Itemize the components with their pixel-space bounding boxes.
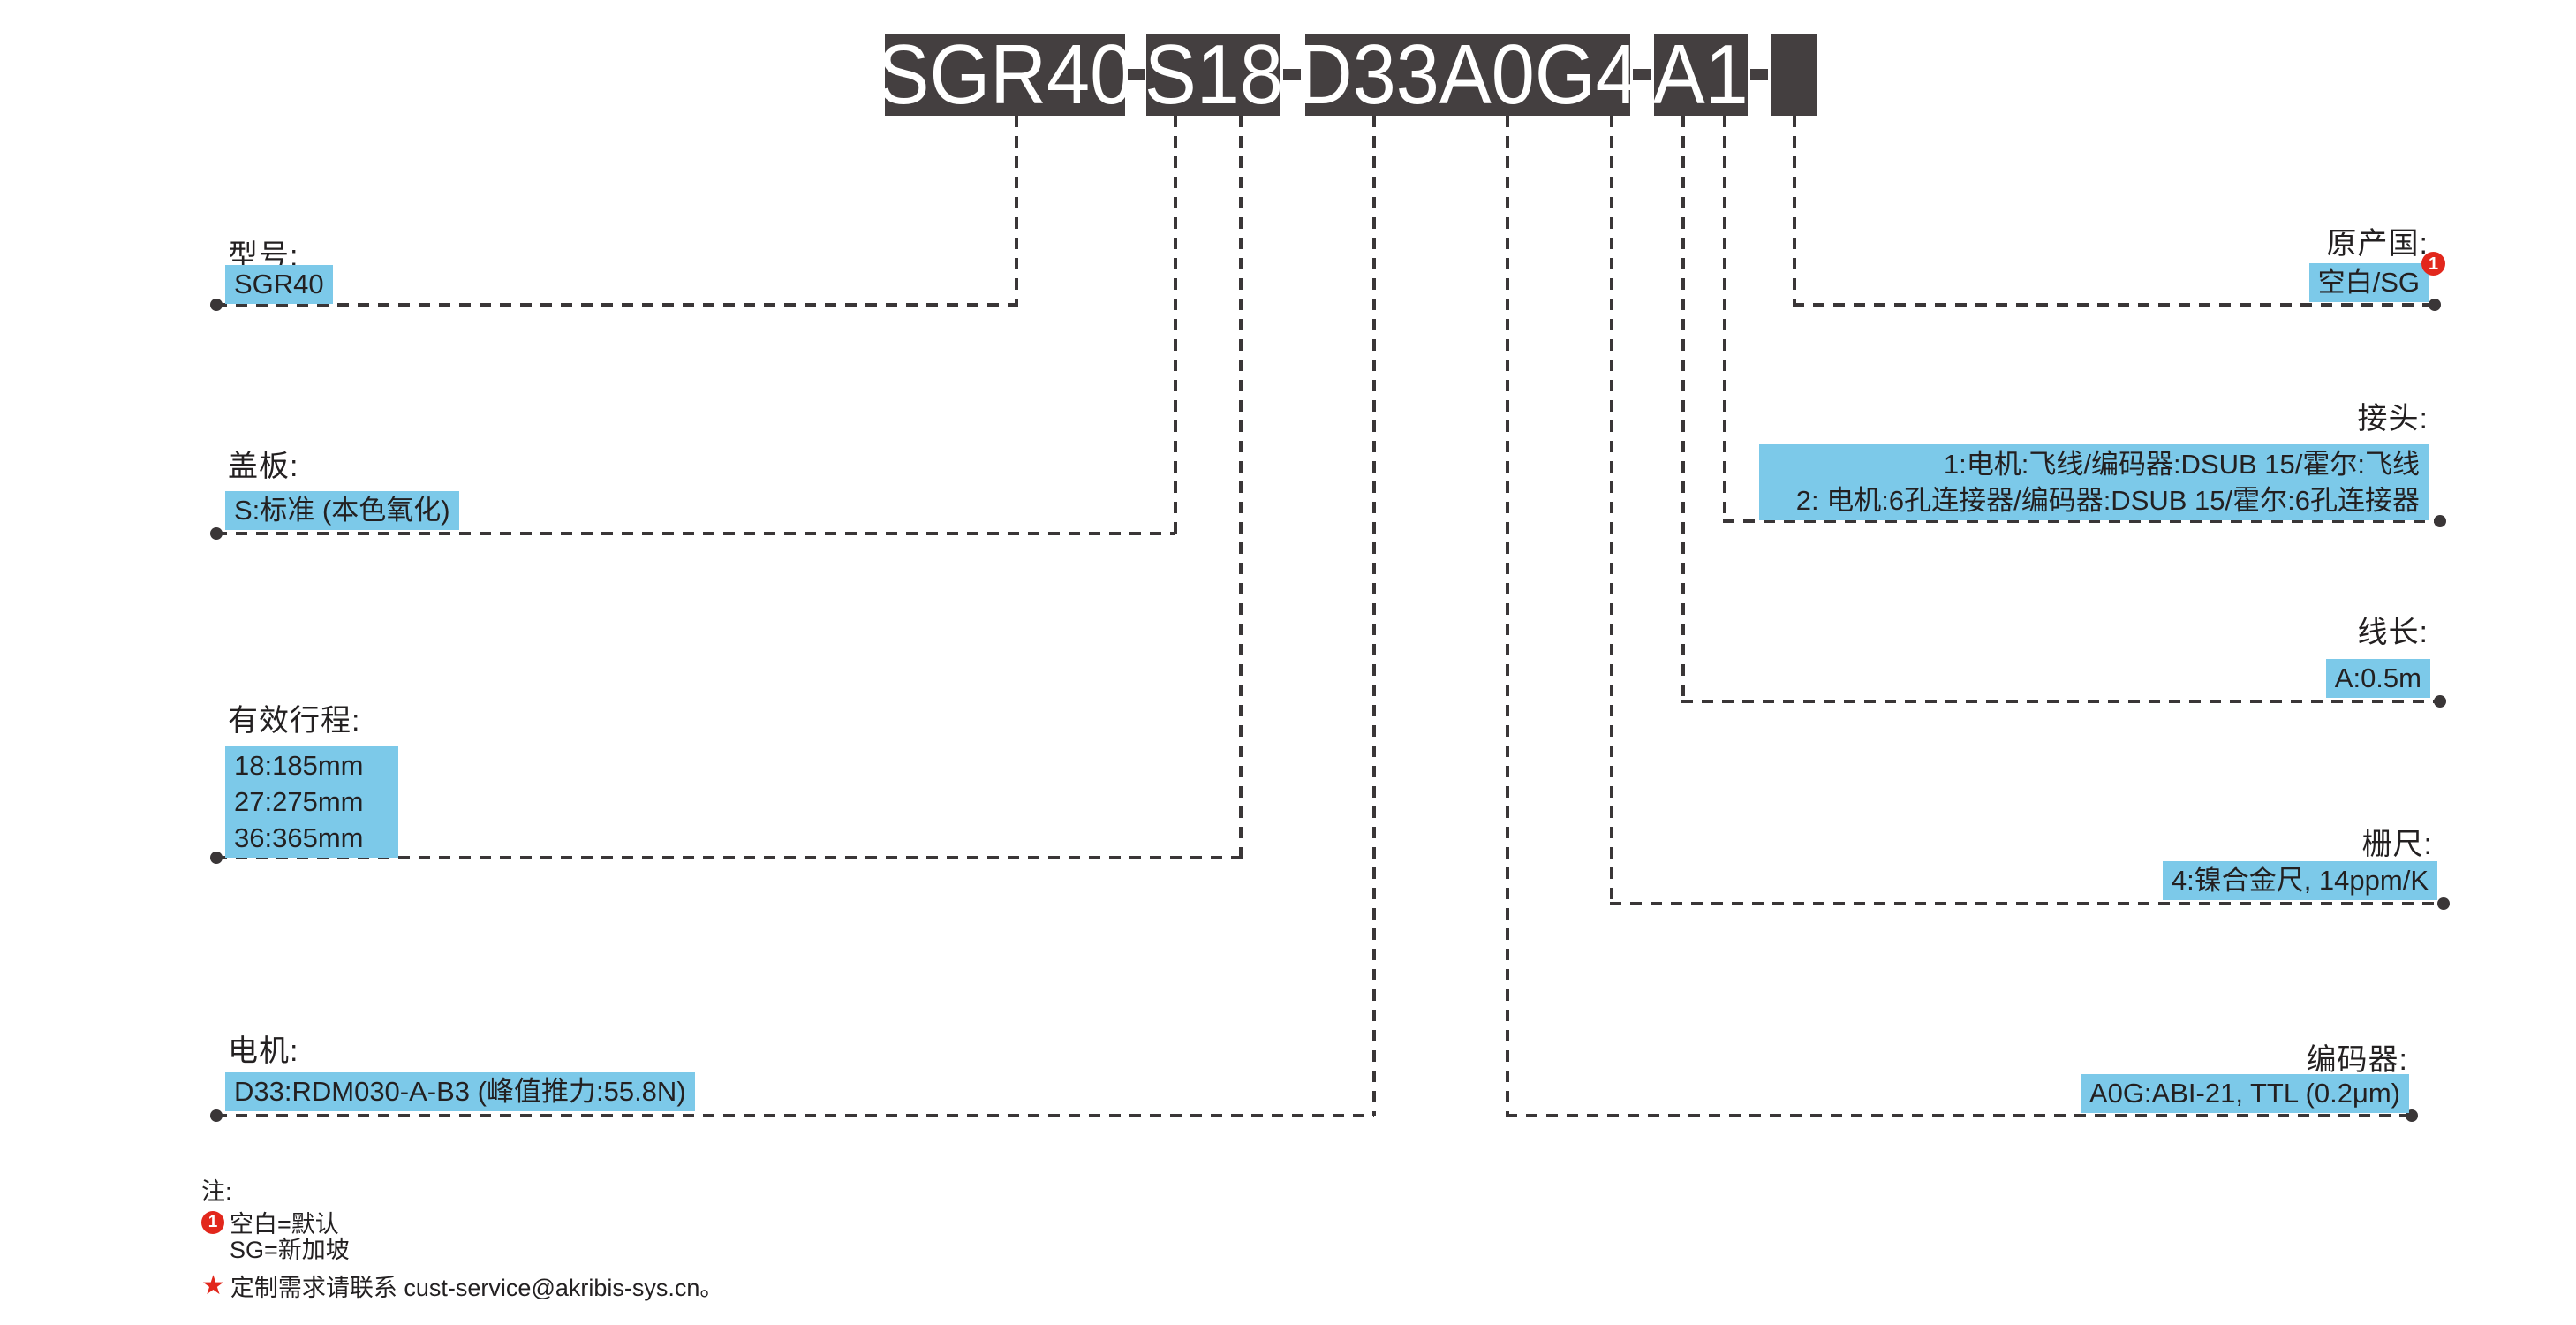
footnote-text-2: SG=新加坡 <box>230 1237 350 1263</box>
line-dot-motor <box>210 1109 223 1122</box>
connector-vline-origin <box>1793 116 1796 307</box>
connector-options: 1:电机:飞线/编码器:DSUB 15/霍尔:飞线 2: 电机:6孔连接器/编码… <box>1759 444 2429 520</box>
connector-vline-stroke <box>1239 116 1243 859</box>
stroke-option: 27:275mm <box>234 786 364 817</box>
notes-heading: 注: <box>201 1178 232 1205</box>
scale-value: 4:镍合金尺, 14ppm/K <box>2162 861 2437 900</box>
connector-hline-cover <box>215 532 1175 535</box>
origin-footnote-badge: 1 <box>2421 252 2445 276</box>
code-box-origin-blank <box>1771 34 1817 116</box>
code-motor-encoder-text: D33A0G4 <box>1296 27 1639 122</box>
cover-value: S:标准 (本色氧化) <box>225 491 459 530</box>
connector-hline-motor <box>215 1114 1374 1117</box>
cover-label: 盖板: <box>228 450 299 483</box>
custom-note-row: ★ 定制需求请联系 cust-service@akribis-sys.cn。 <box>201 1268 723 1303</box>
line-dot-origin <box>2429 299 2441 311</box>
origin-value: 空白/SG <box>2308 263 2429 302</box>
encoder-label: 编码器: <box>2306 1043 2408 1077</box>
cable-value: A:0.5m <box>2325 659 2430 698</box>
connector-hline-connector <box>1723 519 2440 523</box>
motor-value: D33:RDM030-A-B3 (峰值推力:55.8N) <box>225 1072 695 1111</box>
stroke-options: 18:185mm 27:275mm 36:365mm <box>225 746 398 858</box>
cable-label: 线长: <box>2357 616 2429 649</box>
connector-hline-encoder <box>1506 1114 2412 1117</box>
connector-hline-origin <box>1793 303 2434 307</box>
star-icon: ★ <box>201 1271 225 1300</box>
code-box-cover-stroke: S18 <box>1144 27 1283 122</box>
stroke-option: 18:185mm <box>234 750 364 781</box>
connector-hline-stroke <box>215 856 1241 859</box>
code-separator <box>1283 69 1301 80</box>
code-box-motor-encoder: D33A0G4 <box>1296 33 1639 117</box>
connector-option: 1:电机:飞线/编码器:DSUB 15/霍尔:飞线 <box>1943 449 2420 480</box>
footnote-badge: 1 <box>201 1210 224 1234</box>
line-dot-scale <box>2437 897 2450 910</box>
code-box-cable-connector: A1 <box>1652 27 1749 122</box>
line-dot-connector <box>2434 515 2446 527</box>
code-separator <box>1128 69 1145 80</box>
connector-vline-scale <box>1610 116 1613 905</box>
motor-label: 电机: <box>228 1034 299 1068</box>
line-dot-cable <box>2434 695 2446 708</box>
connector-option: 2: 电机:6孔连接器/编码器:DSUB 15/霍尔:6孔连接器 <box>1795 485 2420 516</box>
connector-hline-model <box>215 303 1016 307</box>
connector-hline-cable <box>1681 700 2440 703</box>
stroke-option: 36:365mm <box>234 822 364 853</box>
model-value: SGR40 <box>225 265 333 304</box>
connector-vline-cable <box>1681 116 1685 703</box>
line-dot-model <box>210 299 223 311</box>
code-separator <box>1633 69 1651 80</box>
origin-label: 原产国: <box>2326 227 2429 261</box>
connector-vline-encoder <box>1506 116 1509 1117</box>
connector-vline-cover <box>1174 116 1177 535</box>
connector-vline-connector <box>1723 116 1726 523</box>
code-separator <box>1750 69 1768 80</box>
line-dot-cover <box>210 527 223 540</box>
code-cable-connector-text: A1 <box>1652 27 1749 122</box>
connector-vline-motor <box>1372 116 1376 1116</box>
code-model-text: SGR40 <box>877 27 1133 122</box>
custom-note-text: 定制需求请联系 cust-service@akribis-sys.cn。 <box>230 1275 724 1301</box>
connector-hline-scale <box>1610 902 2443 905</box>
connector-label: 接头: <box>2357 402 2429 435</box>
encoder-value: A0G:ABI-21, TTL (0.2μm) <box>2080 1074 2409 1113</box>
code-cover-stroke-text: S18 <box>1144 27 1283 122</box>
scale-label: 栅尺: <box>2361 828 2433 861</box>
line-dot-stroke <box>210 852 223 864</box>
connector-vline-model <box>1015 116 1018 307</box>
footnote-text-1: 空白=默认 <box>230 1211 339 1238</box>
stroke-label: 有效行程: <box>228 704 361 738</box>
code-box-model: SGR40 <box>877 33 1133 117</box>
footnote-row-1: 1 空白=默认 <box>201 1205 339 1239</box>
